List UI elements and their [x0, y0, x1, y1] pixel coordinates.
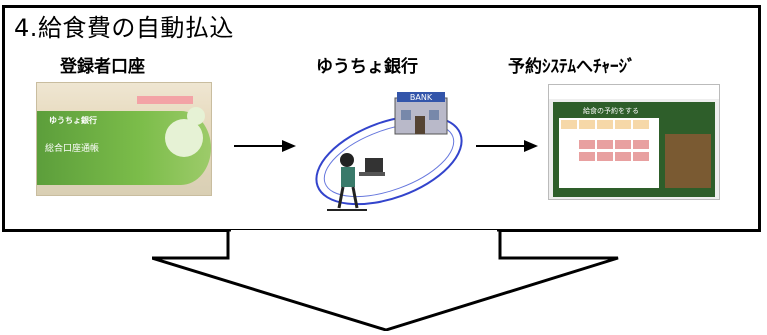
step-label-charge: 予約ｼｽﾃﾑへﾁｬｰｼﾞ: [508, 57, 636, 77]
screen-calendar: [559, 118, 659, 188]
passbook-stripe: [137, 96, 193, 104]
screen-content: 給食の予約をする: [553, 102, 715, 197]
reservation-screen-image: 給食の予約をする: [548, 84, 720, 200]
arrow-right-icon: [234, 139, 296, 153]
passbook-account-text: 総合口座通帳: [45, 144, 100, 154]
down-arrow-icon: [151, 228, 620, 332]
passbook-image: ゆうちょ銀行 総合口座通帳: [36, 82, 212, 196]
screen-browser-bar: [549, 85, 719, 99]
step-label-bank: ゆうちょ銀行: [316, 57, 418, 77]
screen-header: 給食の予約をする: [583, 107, 639, 115]
screen-side-panel: [665, 118, 711, 134]
page-title: 4.給食費の自動払込: [14, 14, 234, 42]
bank-illustration: BANK: [303, 90, 469, 216]
arrow-right-icon: [476, 139, 538, 153]
step-label-account: 登録者口座: [60, 57, 145, 77]
bank-sign: BANK: [410, 93, 433, 102]
passbook-circle-large: [165, 119, 203, 157]
passbook-bank-logo: ゆうちょ銀行: [49, 116, 97, 125]
passbook-circle-small: [187, 107, 205, 125]
